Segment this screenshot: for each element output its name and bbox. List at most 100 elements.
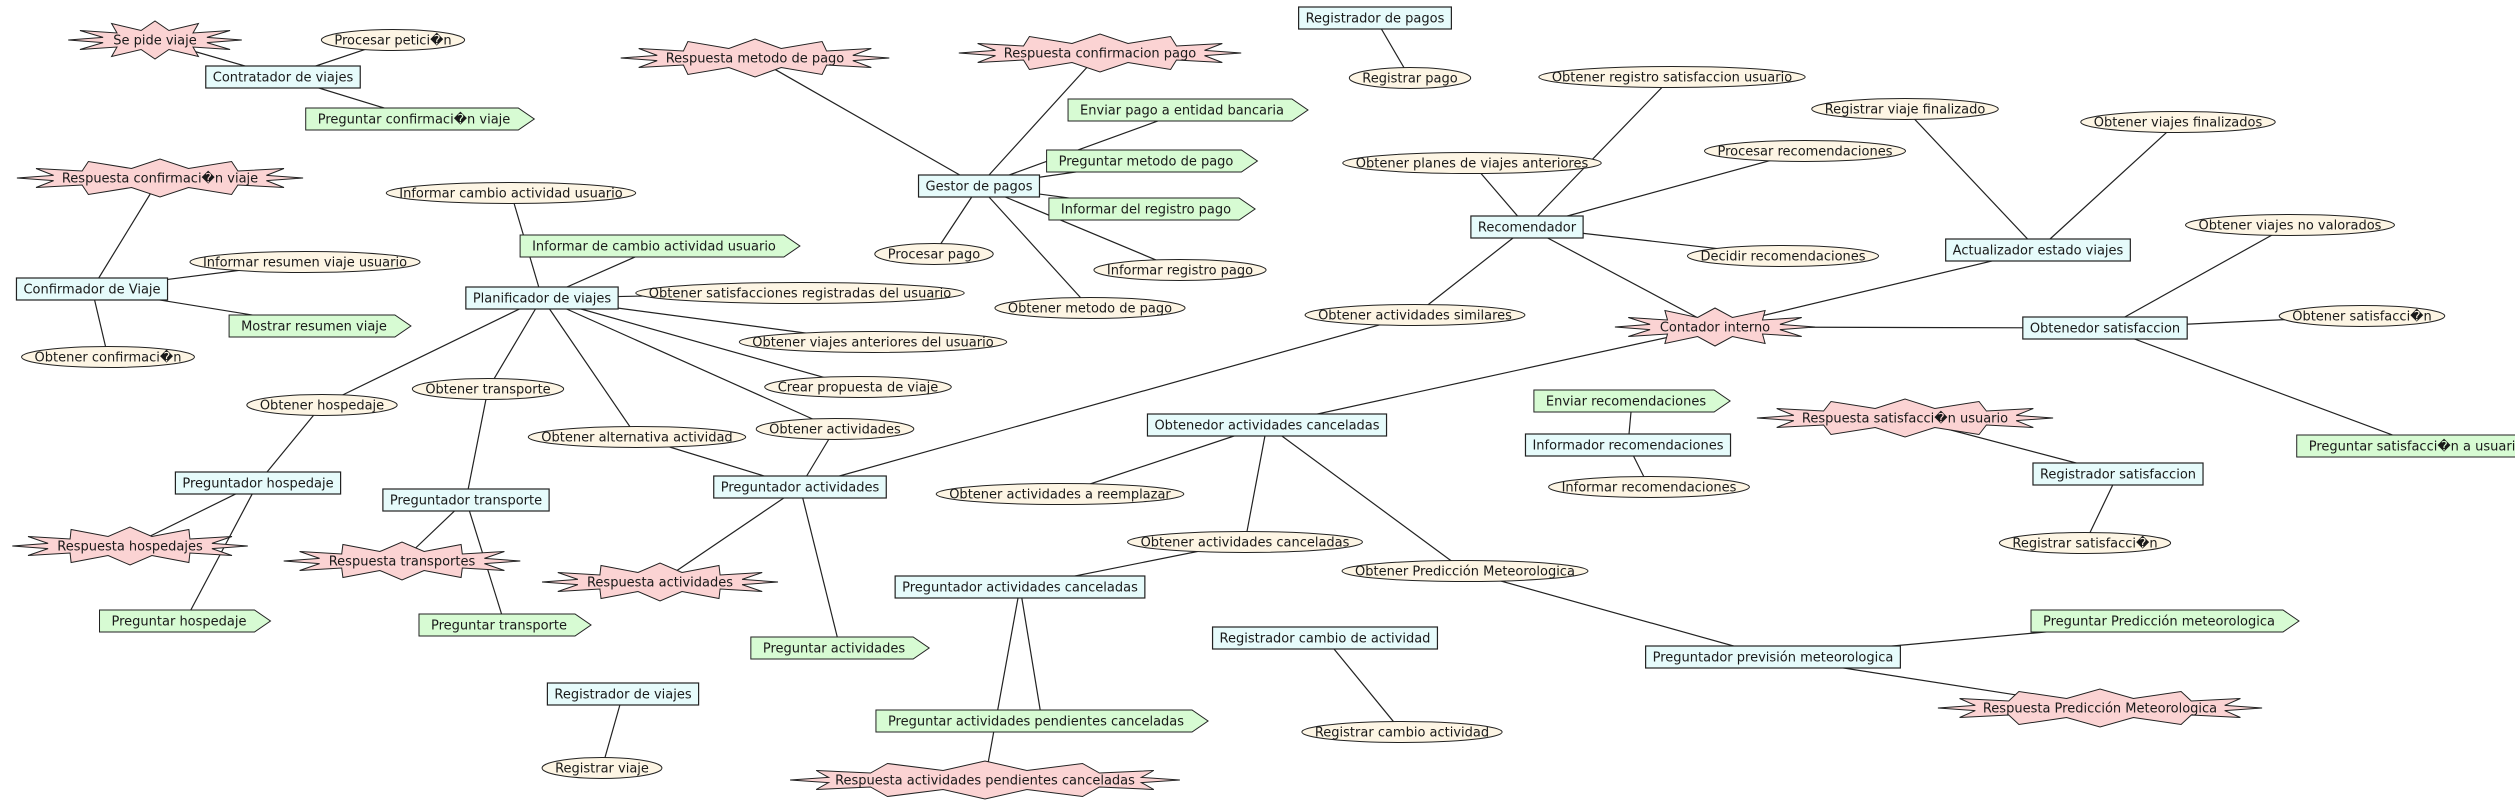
edge-procesar_recomendaciones-to-recomendador: [1526, 150, 1806, 228]
node-registrador-cambio-actividad: Registrador cambio de actividad: [1211, 626, 1439, 650]
node-obtener-planes-anteriores: Obtener planes de viajes anteriores: [1342, 152, 1602, 174]
node-obtener-actividades: Obtener actividades: [755, 418, 915, 440]
node-label: Preguntar actividades: [763, 642, 906, 657]
edge-planificador_viajes-to-obtener_alternativa_actividad: [541, 297, 638, 438]
node-label: Obtener viajes no valorados: [2199, 219, 2382, 234]
node-respuesta-hospedajes: Respuesta hospedajes: [12, 526, 248, 566]
node-label: Enviar recomendaciones: [1546, 395, 1706, 410]
node-obtener-registro-satisfaccion-usuario: Obtener registro satisfaccion usuario: [1538, 66, 1806, 88]
node-informar-recomendaciones: Informar recomendaciones: [1548, 476, 1750, 498]
edge-respuesta_metodo_pago-to-gestor_pagos: [754, 57, 980, 187]
node-obtener-viajes-no-valorados: Obtener viajes no valorados: [2185, 214, 2395, 236]
edge-planificador_viajes-to-crear_propuesta_viaje: [541, 297, 859, 388]
node-preguntador-prevision-meteorologica: Preguntador previsión meteorologica: [1645, 645, 1901, 669]
node-label: Obtener satisfacciones registradas del u…: [649, 287, 951, 302]
node-label: Respuesta metodo de pago: [666, 52, 845, 67]
node-label: Registrar satisfacci�n: [2012, 535, 2157, 552]
node-label: Preguntar hospedaje: [112, 615, 247, 630]
node-label: Respuesta actividades: [587, 576, 733, 591]
node-label: Contador interno: [1660, 321, 1770, 336]
edge-preguntador_actividades-to-obtener_actividades_similares: [799, 314, 1416, 488]
node-label: Obtener hospedaje: [260, 399, 384, 414]
node-informar-resumen-viaje-usuario: Informar resumen viaje usuario: [189, 251, 421, 273]
node-label: Obtener confirmaci�n: [35, 349, 182, 366]
node-recomendador: Recomendador: [1470, 215, 1584, 239]
node-registrador-satisfaccion: Registrador satisfaccion: [2032, 462, 2204, 486]
node-obtener-prediccion-meteorologica: Obtener Predicción Meteorologica: [1341, 560, 1589, 582]
node-label: Registrador cambio de actividad: [1220, 632, 1431, 647]
node-registrador-viajes: Registrador de viajes: [546, 682, 700, 706]
node-label: Respuesta transportes: [329, 555, 476, 570]
edge-registrador_cambio_actividad-to-registrar_cambio_actividad: [1324, 637, 1403, 733]
node-gestor-pagos: Gestor de pagos: [917, 174, 1041, 198]
node-informador-recomendaciones: Informador recomendaciones: [1524, 433, 1732, 457]
node-procesar-recomendaciones: Procesar recomendaciones: [1704, 140, 1906, 162]
node-registrar-pago: Registrar pago: [1348, 67, 1472, 89]
node-preguntar-metodo-pago: Preguntar metodo de pago: [1046, 149, 1259, 173]
node-contador-interno: Contador interno: [1614, 307, 1816, 347]
node-obtener-actividades-similares: Obtener actividades similares: [1304, 304, 1526, 326]
edge-actualizador_estado_viajes-to-contador_interno: [1714, 249, 2039, 328]
node-label: Obtenedor actividades canceladas: [1154, 419, 1379, 434]
node-informar-registro-pago: Informar del registro pago: [1048, 197, 1256, 221]
node-obtener-satisfacciones-registradas: Obtener satisfacciones registradas del u…: [635, 282, 965, 304]
edge-gestor_pagos-to-obtener_metodo_pago: [978, 185, 1091, 309]
node-obtener-actividades-reemplazar: Obtener actividades a reemplazar: [935, 483, 1185, 505]
node-preguntar-hospedaje: Preguntar hospedaje: [99, 609, 272, 633]
node-label: Planificador de viajes: [473, 292, 612, 307]
node-registrar-viaje-finalizado: Registrar viaje finalizado: [1811, 98, 1999, 120]
node-registrar-satisfaccion: Registrar satisfacci�n: [1998, 532, 2172, 554]
node-label: Obtener metodo de pago: [1008, 302, 1172, 317]
node-registrar-cambio-actividad: Registrar cambio actividad: [1301, 721, 1503, 743]
edge-obtener_viajes_finalizados-to-actualizador_estado_viajes: [2037, 121, 2179, 251]
node-label: Obtener viajes finalizados: [2094, 116, 2263, 131]
node-label: Respuesta confirmacion pago: [1004, 47, 1197, 62]
node-label: Decidir recomendaciones: [1700, 250, 1865, 265]
node-label: Preguntador transporte: [390, 494, 542, 509]
node-label: Recomendador: [1478, 221, 1577, 236]
edge-contador_interno-to-obtenedor_actividades_canceladas: [1266, 326, 1716, 426]
node-label: Informar registro pago: [1107, 264, 1253, 279]
edge-obtenedor_actividades_canceladas-to-obtener_actividades_canceladas: [1244, 424, 1268, 543]
edge-obtener_viajes_no_valorados-to-obtenedor_satisfaccion: [2104, 224, 2291, 329]
node-label: Procesar pago: [888, 248, 980, 263]
node-obtener-actividades-canceladas: Obtener actividades canceladas: [1127, 531, 1363, 553]
node-procesar-peticion: Procesar petici�n: [320, 29, 466, 51]
node-enviar-recomendaciones: Enviar recomendaciones: [1533, 389, 1731, 413]
node-informar-cambio-actividad-usuario-e: Informar cambio actividad usuario: [385, 182, 637, 204]
node-preguntador-actividades: Preguntador actividades: [713, 475, 887, 499]
node-label: Actualizador estado viajes: [1953, 244, 2124, 259]
edge-registrador_viajes-to-registrar_viaje: [601, 693, 624, 769]
node-respuesta-metodo-pago: Respuesta metodo de pago: [620, 38, 890, 78]
node-label: Registrar cambio actividad: [1315, 726, 1489, 741]
edge-planificador_viajes-to-obtener_transporte: [487, 297, 543, 390]
node-obtener-viajes-anteriores-usuario: Obtener viajes anteriores del usuario: [738, 331, 1008, 353]
edge-recomendador-to-obtener_actividades_similares: [1414, 226, 1528, 316]
edge-recomendador-to-contador_interno: [1526, 226, 1716, 328]
node-planificador-viajes: Planificador de viajes: [465, 286, 619, 310]
node-label: Registrar viaje: [555, 762, 649, 777]
node-label: Informar del registro pago: [1061, 203, 1231, 218]
edge-planificador_viajes-to-obtener_hospedaje: [321, 297, 543, 406]
node-label: Preguntar Predicción meteorologica: [2043, 615, 2275, 630]
edge-preguntador_actividades-to-preguntar_actividades: [799, 486, 841, 649]
node-preguntar-actividades-pendientes-canceladas: Preguntar actividades pendientes cancela…: [875, 709, 1209, 733]
node-label: Informador recomendaciones: [1532, 439, 1723, 454]
node-label: Obtener actividades similares: [1318, 309, 1512, 324]
node-label: Obtenedor satisfaccion: [2030, 322, 2180, 337]
node-label: Preguntar satisfacci�n a usuario: [2309, 438, 2515, 455]
node-label: Registrar viaje finalizado: [1825, 103, 1986, 118]
node-procesar-pago: Procesar pago: [874, 243, 994, 265]
node-label: Obtener alternativa actividad: [541, 431, 732, 446]
node-label: Mostrar resumen viaje: [241, 320, 387, 335]
node-registrador-pagos: Registrador de pagos: [1298, 6, 1452, 30]
node-label: Procesar petici�n: [334, 32, 451, 49]
node-label: Crear propuesta de viaje: [778, 381, 939, 396]
node-label: Preguntador actividades: [721, 481, 880, 496]
node-label: Obtener registro satisfaccion usuario: [1552, 71, 1792, 86]
edge-obtener_transporte-to-preguntador_transporte: [465, 388, 489, 501]
node-registrar-viaje: Registrar viaje: [541, 757, 663, 779]
edge-enviar_pago_entidad-to-gestor_pagos: [978, 109, 1189, 187]
node-label: Preguntador hospedaje: [182, 477, 333, 492]
